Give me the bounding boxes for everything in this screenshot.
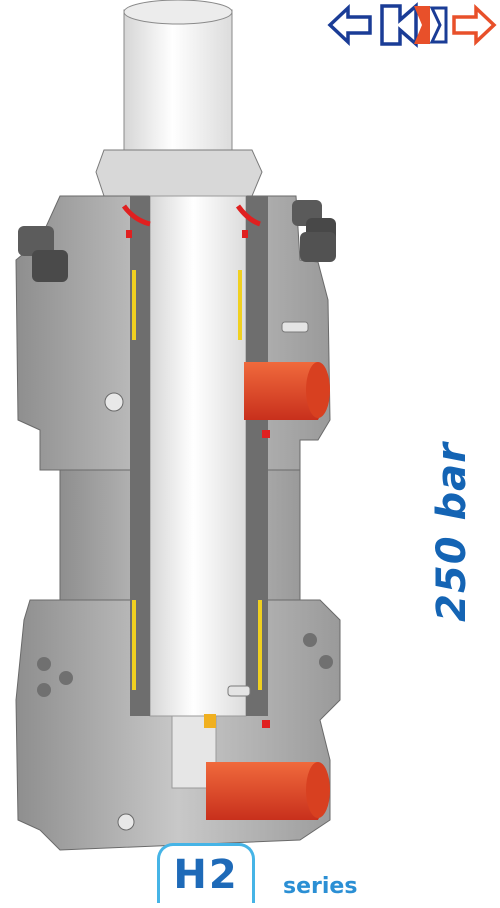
- pressure-rating: 250 bar: [429, 442, 475, 622]
- series-code: H2: [173, 852, 239, 898]
- series-badge: H2: [157, 843, 255, 903]
- series-label: series: [283, 874, 358, 899]
- arrows-logo-icon: [326, 0, 498, 50]
- hydraulic-cylinder-cutaway-icon: [15, 0, 341, 851]
